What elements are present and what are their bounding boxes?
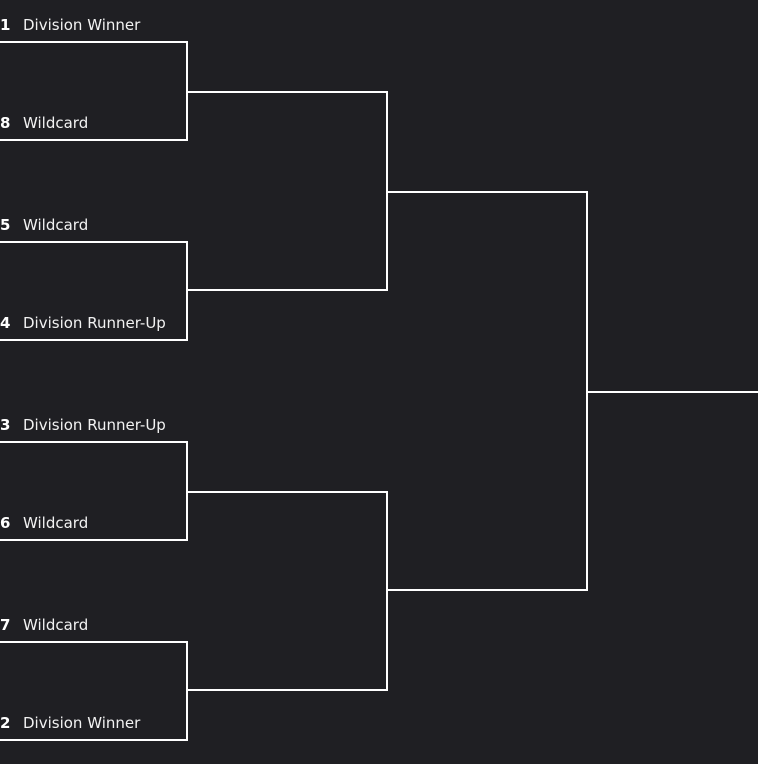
team-slot: 7 Wildcard [0, 614, 88, 636]
seed-label: Division Runner-Up [23, 416, 166, 434]
team-slot: 5 Wildcard [0, 214, 88, 236]
seed-label: Division Winner [23, 714, 141, 732]
seed-number: 4 [0, 314, 11, 332]
seed-label: Division Runner-Up [23, 314, 166, 332]
team-slot: 4 Division Runner-Up [0, 312, 166, 334]
seed-label: Division Winner [23, 16, 141, 34]
team-slot: 6 Wildcard [0, 512, 88, 534]
round-2-bottom-connector [187, 491, 388, 691]
team-slot: 2 Division Winner [0, 712, 140, 734]
team-slot: 1 Division Winner [0, 14, 140, 36]
seed-label: Wildcard [23, 514, 89, 532]
semifinal-connector [387, 191, 588, 591]
seed-label: Wildcard [23, 114, 89, 132]
seed-number: 3 [0, 416, 11, 434]
team-slot: 8 Wildcard [0, 112, 88, 134]
team-slot: 3 Division Runner-Up [0, 414, 166, 436]
round-2-top-connector [187, 91, 388, 291]
seed-number: 6 [0, 514, 11, 532]
seed-number: 2 [0, 714, 11, 732]
seed-number: 1 [0, 16, 11, 34]
seed-number: 8 [0, 114, 11, 132]
seed-label: Wildcard [23, 216, 89, 234]
seed-number: 7 [0, 616, 11, 634]
seed-number: 5 [0, 216, 11, 234]
seed-label: Wildcard [23, 616, 89, 634]
